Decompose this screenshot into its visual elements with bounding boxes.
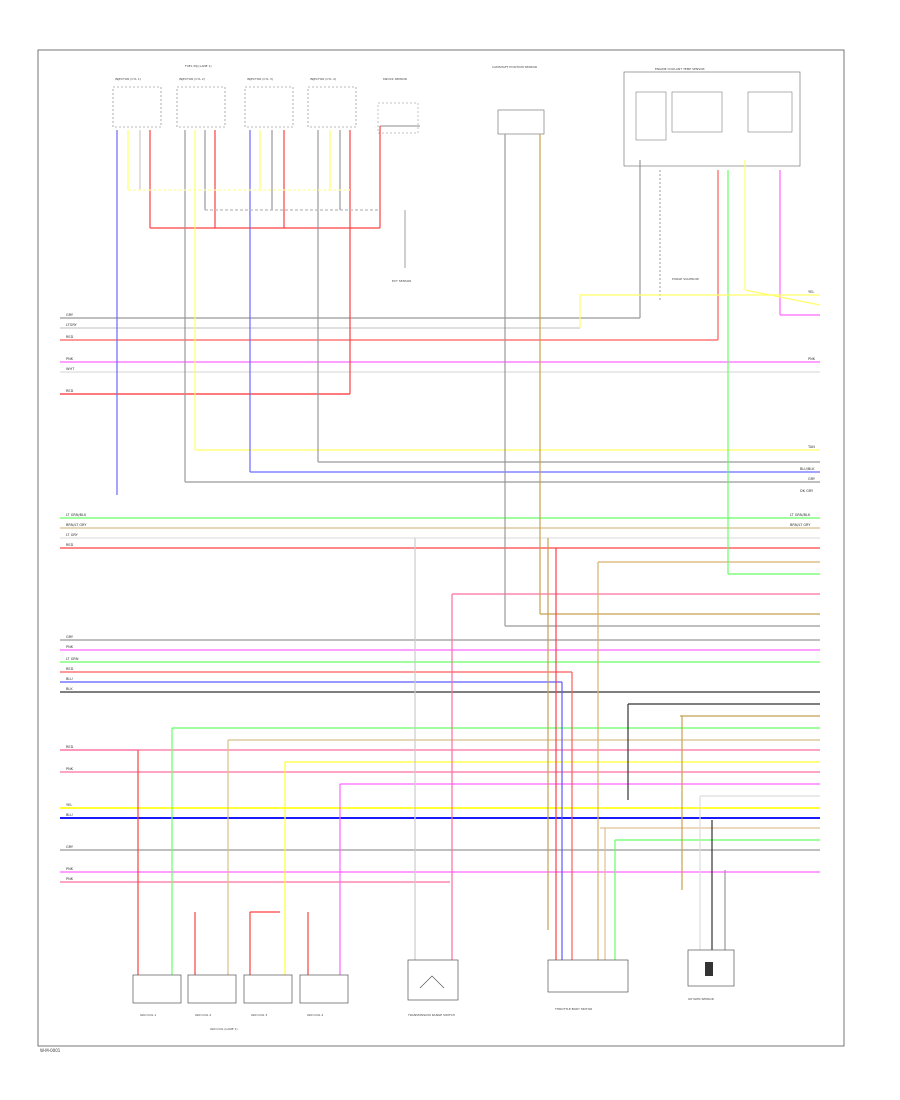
svg-text:PNK: PNK bbox=[66, 867, 74, 871]
ect-label: ECT SENSOR bbox=[392, 279, 411, 283]
trans-switch-box bbox=[407, 959, 459, 1001]
svg-text:DK GRY: DK GRY bbox=[800, 489, 814, 493]
cam-sensor-label: CAMSHAFT POSITION SENSOR bbox=[492, 65, 537, 69]
purge-label: PURGE SOLENOID bbox=[672, 277, 700, 281]
svg-text:GRY: GRY bbox=[66, 313, 74, 317]
svg-text:RED: RED bbox=[66, 389, 74, 393]
vertical-traces bbox=[60, 126, 821, 975]
svg-text:PNK: PNK bbox=[66, 767, 74, 771]
svg-text:YEL: YEL bbox=[808, 290, 814, 294]
svg-text:RED: RED bbox=[66, 745, 74, 749]
injector-4-box bbox=[307, 86, 357, 128]
top-group-title: FUEL INJ (LANE 1) bbox=[185, 64, 212, 68]
knock-sensor-conn bbox=[377, 102, 419, 134]
svg-text:TAN: TAN bbox=[807, 445, 815, 449]
diagram-border bbox=[37, 49, 845, 1047]
svg-text:PNK: PNK bbox=[66, 877, 74, 881]
svg-text:LT GRY: LT GRY bbox=[66, 533, 79, 537]
coil-1-box bbox=[132, 974, 182, 1004]
coolant-sub3 bbox=[747, 91, 793, 133]
coil-3-box bbox=[243, 974, 293, 1004]
svg-text:LT GRN/BLK: LT GRN/BLK bbox=[66, 513, 87, 517]
svg-text:LT GRN: LT GRN bbox=[66, 657, 79, 661]
injector-1-box bbox=[112, 86, 162, 128]
coil-2-label: IGN COIL 2 bbox=[195, 1013, 211, 1017]
throttle-body-box bbox=[547, 959, 629, 993]
injectors-top: INJECTOR (CYL 1) INJECTOR (CYL 2) INJECT… bbox=[112, 77, 357, 128]
coil-1-label: IGN COIL 1 bbox=[140, 1013, 156, 1017]
svg-text:BLU: BLU bbox=[66, 813, 73, 817]
svg-text:RED: RED bbox=[66, 335, 74, 339]
injector-3-label: INJECTOR (CYL 3) bbox=[247, 77, 273, 81]
page-label: W-M-0001 bbox=[40, 1048, 61, 1053]
svg-text:BLU: BLU bbox=[66, 677, 73, 681]
injector-2-box bbox=[176, 86, 226, 128]
coil-3-label: IGN COIL 3 bbox=[251, 1013, 267, 1017]
svg-text:GRY: GRY bbox=[66, 635, 74, 639]
svg-text:WHT: WHT bbox=[66, 367, 75, 371]
coil-group-label: IGN COIL (LANE 1) bbox=[210, 1027, 238, 1031]
o2-sensor-element bbox=[705, 962, 713, 976]
o2-sensor-label: OXYGEN SENSOR bbox=[688, 997, 714, 1001]
bus-lines bbox=[60, 317, 820, 883]
trans-switch-label: TRANSMISSION RANGE SWITCH bbox=[407, 1013, 455, 1017]
svg-text:GRY: GRY bbox=[808, 477, 816, 481]
svg-text:GRY: GRY bbox=[66, 845, 74, 849]
knock-sensor-label: KNOCK SENSOR bbox=[383, 77, 407, 81]
svg-text:PNK: PNK bbox=[66, 645, 74, 649]
svg-text:BRN/LT GRY: BRN/LT GRY bbox=[790, 523, 811, 527]
cam-sensor-box bbox=[497, 109, 545, 135]
coolant-sub1 bbox=[635, 91, 667, 141]
svg-text:LT GRN/BLK: LT GRN/BLK bbox=[790, 513, 811, 517]
svg-text:BRN/LT GRY: BRN/LT GRY bbox=[66, 523, 87, 527]
injector-3-box bbox=[244, 86, 294, 128]
coil-4-box bbox=[299, 974, 349, 1004]
coolant-sub2 bbox=[671, 91, 723, 133]
left-wire-labels: GRY LTGRY RED PNK WHT RED LT GRN/BLK BRN… bbox=[66, 313, 87, 881]
svg-text:PNK: PNK bbox=[808, 357, 816, 361]
svg-text:RED: RED bbox=[66, 543, 74, 547]
injector-1-label: INJECTOR (CYL 1) bbox=[115, 77, 141, 81]
svg-text:BLU/BLK: BLU/BLK bbox=[800, 467, 815, 471]
coil-4-label: IGN COIL 4 bbox=[307, 1013, 323, 1017]
coolant-box-label: ENGINE COOLANT TEMP SENSOR bbox=[655, 67, 705, 71]
injector-2-label: INJECTOR (CYL 2) bbox=[179, 77, 205, 81]
coolant-box bbox=[623, 71, 801, 167]
svg-text:YEL: YEL bbox=[66, 803, 72, 807]
right-wire-labels: YEL PNK TAN BLU/BLK GRY DK GRY LT GRN/BL… bbox=[790, 290, 816, 527]
svg-text:PNK: PNK bbox=[66, 357, 74, 361]
throttle-body-label: THROTTLE BODY MOTOR bbox=[554, 1007, 592, 1011]
trans-switch-symbol bbox=[419, 975, 445, 989]
svg-text:BLK: BLK bbox=[66, 687, 73, 691]
coil-2-box bbox=[187, 974, 237, 1004]
svg-text:RED: RED bbox=[66, 667, 74, 671]
ignition-coils: IGN COIL 1 IGN COIL 2 IGN COIL 3 IGN COI… bbox=[132, 974, 349, 1031]
injector-4-label: INJECTOR (CYL 4) bbox=[310, 77, 336, 81]
svg-text:LTGRY: LTGRY bbox=[66, 323, 78, 327]
